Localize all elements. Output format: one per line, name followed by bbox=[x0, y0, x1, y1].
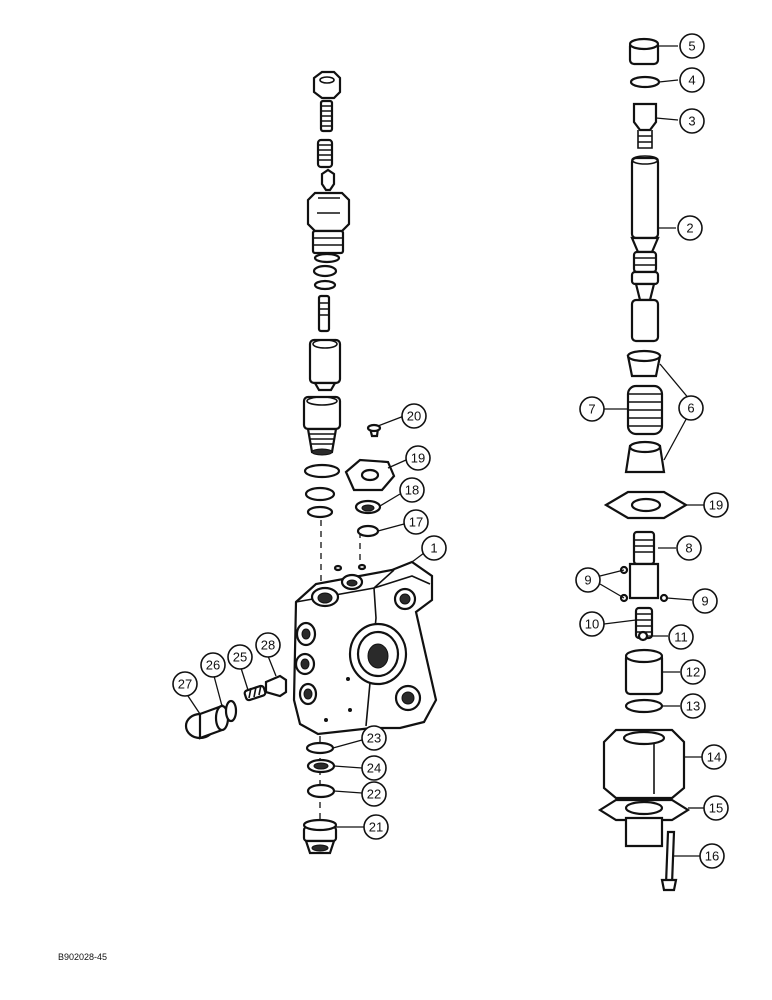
leader-lines bbox=[187, 45, 704, 857]
svg-text:16: 16 bbox=[705, 849, 719, 864]
callout: 24 bbox=[361, 755, 387, 781]
svg-text:15: 15 bbox=[709, 801, 723, 816]
callout: 27 bbox=[172, 671, 198, 697]
callout: 15 bbox=[703, 795, 729, 821]
lower-left-parts bbox=[302, 736, 338, 855]
callout: 21 bbox=[363, 814, 389, 840]
callout: 20 bbox=[401, 403, 427, 429]
svg-text:22: 22 bbox=[367, 787, 381, 802]
svg-text:13: 13 bbox=[686, 699, 700, 714]
svg-text:18: 18 bbox=[405, 483, 419, 498]
relief-valve-stack bbox=[302, 70, 351, 600]
figure-code: B902028-45 bbox=[58, 952, 108, 962]
callout: 23 bbox=[361, 725, 387, 751]
callout: 28 bbox=[255, 632, 281, 658]
svg-text:23: 23 bbox=[367, 731, 381, 746]
callout: 10 bbox=[579, 611, 605, 637]
svg-text:9: 9 bbox=[584, 573, 591, 588]
svg-text:28: 28 bbox=[261, 638, 275, 653]
callout: 7 bbox=[579, 396, 605, 422]
callout: 1 bbox=[421, 535, 447, 561]
svg-text:20: 20 bbox=[407, 409, 421, 424]
svg-text:19: 19 bbox=[709, 498, 723, 513]
svg-text:14: 14 bbox=[707, 750, 721, 765]
svg-text:1: 1 bbox=[430, 541, 437, 556]
callout: 6 bbox=[678, 395, 704, 421]
callout: 3 bbox=[679, 108, 705, 134]
svg-text:9: 9 bbox=[701, 594, 708, 609]
callout: 17 bbox=[403, 509, 429, 535]
callout: 9 bbox=[692, 588, 718, 614]
callout: 13 bbox=[680, 693, 706, 719]
side-plug-parts bbox=[184, 674, 288, 740]
callout: 5 bbox=[679, 33, 705, 59]
callout: 25 bbox=[227, 644, 253, 670]
callout: 26 bbox=[200, 652, 226, 678]
svg-text:27: 27 bbox=[178, 677, 192, 692]
callout: 9 bbox=[575, 567, 601, 593]
callout: 16 bbox=[699, 843, 725, 869]
svg-text:17: 17 bbox=[409, 515, 423, 530]
svg-text:19: 19 bbox=[411, 451, 425, 466]
svg-text:2: 2 bbox=[686, 221, 693, 236]
svg-text:8: 8 bbox=[685, 541, 692, 556]
svg-text:21: 21 bbox=[369, 820, 383, 835]
valve-body bbox=[292, 532, 438, 736]
callout: 11 bbox=[668, 624, 694, 650]
callout: 18 bbox=[399, 477, 425, 503]
svg-text:5: 5 bbox=[688, 39, 695, 54]
svg-text:4: 4 bbox=[688, 73, 695, 88]
spool-stack bbox=[597, 37, 691, 892]
svg-text:25: 25 bbox=[233, 650, 247, 665]
callout: 19 bbox=[405, 445, 431, 471]
svg-text:12: 12 bbox=[686, 665, 700, 680]
callout: 19 bbox=[703, 492, 729, 518]
callout: 22 bbox=[361, 781, 387, 807]
svg-text:7: 7 bbox=[588, 402, 595, 417]
svg-text:24: 24 bbox=[367, 761, 381, 776]
svg-text:10: 10 bbox=[585, 617, 599, 632]
left-cover-parts bbox=[344, 423, 396, 538]
svg-text:3: 3 bbox=[688, 114, 695, 129]
svg-text:26: 26 bbox=[206, 658, 220, 673]
callout: 4 bbox=[679, 67, 705, 93]
svg-text:6: 6 bbox=[687, 401, 694, 416]
callout: 14 bbox=[701, 744, 727, 770]
callout: 2 bbox=[677, 215, 703, 241]
callout: 12 bbox=[680, 659, 706, 685]
callouts: 5 4 3 2 6 7 19 8 9 9 10 11 12 13 14 15 1… bbox=[172, 33, 729, 869]
callout: 8 bbox=[676, 535, 702, 561]
svg-text:11: 11 bbox=[674, 630, 688, 645]
